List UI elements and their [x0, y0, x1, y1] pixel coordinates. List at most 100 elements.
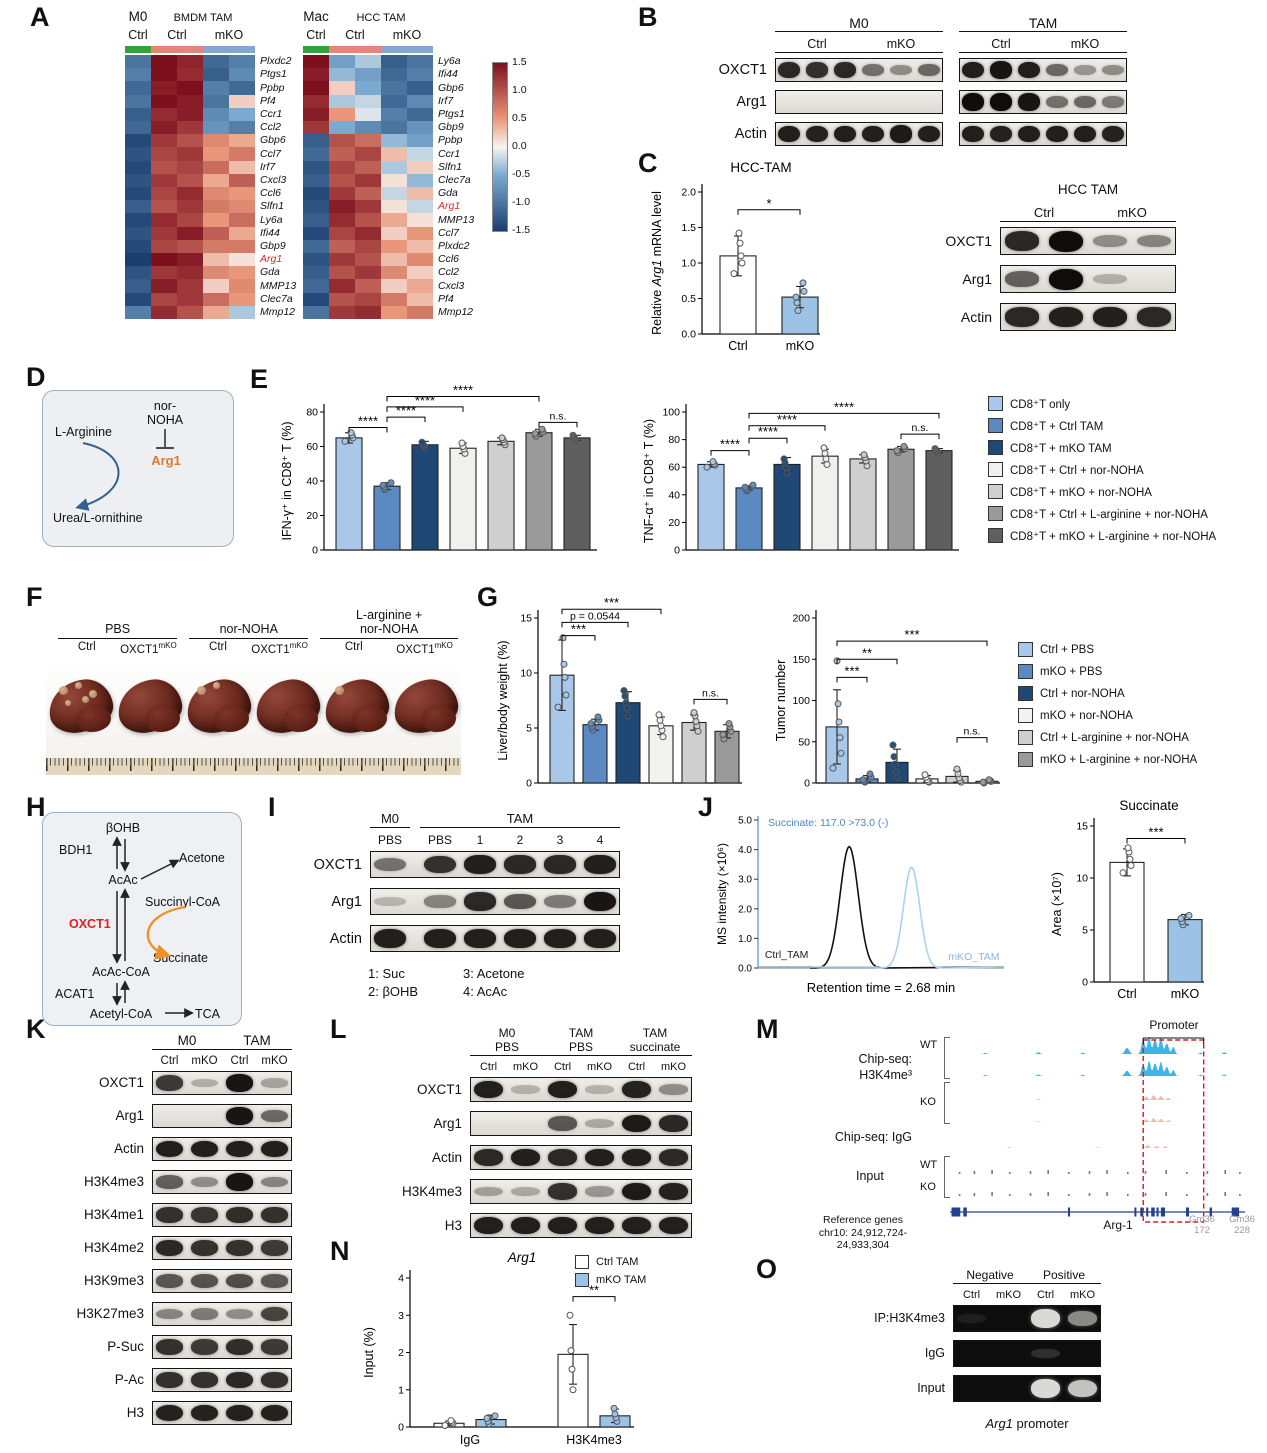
heatmap-cell: [229, 226, 255, 241]
data-dot: [567, 1347, 575, 1355]
legend-swatch: [988, 418, 1003, 433]
heatmap-cell: [329, 81, 355, 96]
heatmap-cell: [229, 292, 255, 307]
heatmap-cell: [151, 226, 177, 241]
legend-label: CD8⁺T + Ctrl TAM: [1010, 420, 1104, 433]
diagram-arrows: [75, 429, 174, 511]
data-dot: [622, 699, 630, 707]
blot-row-label: H3K9me3: [83, 1273, 144, 1288]
blot-band: [424, 928, 456, 948]
y-tick-label: 200: [792, 613, 810, 625]
heatmap-cell: [151, 134, 177, 148]
data-dot: [1119, 869, 1127, 877]
chipseq-igg-label: Chip-seq: IgG: [834, 1130, 912, 1144]
heatmap-cell: [407, 226, 433, 241]
y-tick-label: 150: [792, 654, 810, 666]
data-dot: [985, 776, 993, 784]
heatmap-cell: [381, 279, 407, 294]
x-category-label: Ctrl: [1117, 987, 1136, 1001]
blot-band: [504, 855, 536, 874]
heatmap-cell: [177, 68, 203, 82]
data-dot: [866, 770, 874, 778]
treatment-underline: [58, 638, 178, 640]
lane-subgroup-label: Ctrl: [160, 1055, 179, 1067]
legend-item: Ctrl TAM: [575, 1255, 646, 1269]
panel-label-j: J: [698, 792, 714, 822]
bar: [719, 255, 757, 335]
data-dot: [893, 447, 901, 455]
blot-band: [990, 61, 1012, 79]
input-speck: [1047, 1192, 1049, 1196]
x-category-label: mKO: [786, 339, 815, 353]
metabolite-key-item: 4: AcAc: [463, 984, 508, 999]
blot-band: [424, 895, 456, 908]
data-dot: [741, 483, 749, 491]
lane-group-line: M0: [380, 811, 400, 826]
panel-label-m: M: [756, 1014, 779, 1044]
tumor-nodule: [82, 696, 89, 703]
data-dot: [531, 430, 539, 438]
blot-box: [775, 122, 943, 146]
bar: [1109, 861, 1145, 983]
blot-row-label: Actin: [734, 126, 767, 142]
data-dot: [657, 722, 665, 730]
heatmap-cell: [203, 266, 229, 280]
bar: [697, 463, 725, 551]
blot-band: [260, 1176, 289, 1188]
lane-subgroup-label: Ctrl: [553, 1061, 572, 1073]
heatmap-cell: [151, 279, 177, 294]
y-axis-label-segment: mRNA level: [650, 191, 664, 260]
reaction-arrow: [75, 442, 120, 511]
tumor-nodule: [75, 682, 82, 689]
heatmap-cell: [381, 292, 407, 307]
y-axis-label: Liver/body weight (%): [496, 640, 510, 760]
heatmap-cell: [407, 239, 433, 254]
blot-band: [225, 1240, 254, 1256]
heatmap-cell: [177, 305, 203, 320]
data-dot: [483, 1414, 491, 1422]
heatmap-cell: [125, 121, 151, 135]
heatmap-cell: [329, 200, 355, 214]
heatmap-cell: [355, 173, 381, 188]
heatmap-cell: [329, 121, 355, 135]
gene-label: Ccl7: [438, 226, 460, 239]
heatmap-cell: [125, 55, 151, 69]
data-dot: [953, 765, 961, 773]
y-tick-label: 2.0: [738, 904, 752, 915]
legend-item: Ctrl + nor-NOHA: [1018, 686, 1197, 701]
sig-bracket: [710, 450, 750, 456]
gene-exon: [1156, 1207, 1159, 1217]
heatmap-cell: [355, 305, 381, 320]
blot-band: [659, 1216, 688, 1235]
heatmap-cell: [303, 266, 329, 280]
gene-label: Gbp6: [260, 134, 286, 147]
panel-label-k: K: [26, 1014, 46, 1044]
blot-band: [622, 1182, 651, 1201]
ms-transition-annotation: Succinate: 117.0 >73.0 (-): [768, 817, 888, 829]
legend-swatch: [1018, 664, 1033, 679]
blot-row-label: OXCT1: [98, 1075, 144, 1090]
heatmap-cell: [151, 55, 177, 69]
sig-label: n.s.: [702, 687, 719, 699]
blot-band: [1018, 93, 1040, 111]
gene-label: Ppbp: [260, 81, 285, 94]
heatmap-cell: [329, 55, 355, 69]
gene-label: Pf4: [438, 292, 454, 305]
gene-label: Irf7: [260, 160, 276, 173]
blot-band: [918, 63, 940, 77]
heatmap-cell: [355, 279, 381, 294]
col-header: Ctrl: [345, 28, 365, 42]
lane-subgroup-label: mKO: [191, 1055, 218, 1067]
chipseq-signal: [950, 1145, 1245, 1148]
heatmap-cell: [303, 94, 329, 109]
lane-subgroup-label: mKO: [660, 1061, 687, 1073]
lane-group-label: Negative: [953, 1268, 1027, 1284]
y-axis-label-segment: Tumor number: [774, 660, 788, 742]
blot-band: [890, 125, 912, 143]
y-tick-label: 0: [526, 778, 532, 790]
annotation-strip: [381, 46, 433, 53]
data-dot: [725, 720, 733, 728]
